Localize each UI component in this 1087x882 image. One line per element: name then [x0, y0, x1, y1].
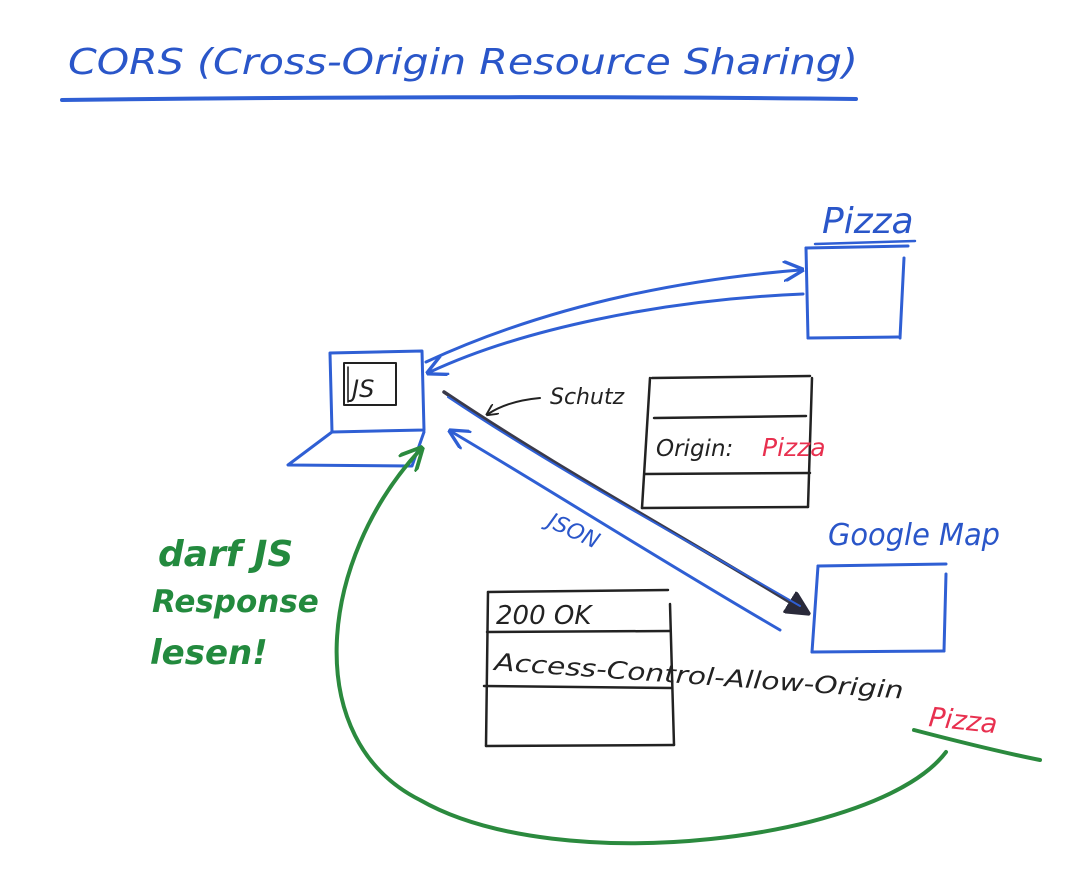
google-map-label: Google Map [828, 518, 1000, 553]
response-box [482, 588, 676, 748]
json-response-arrow [452, 432, 782, 632]
request-arrow-blue-trace [447, 396, 801, 607]
pizza-server-box [804, 244, 910, 340]
response-header-name: Access-Control-Allow-Origin [491, 648, 904, 705]
request-origin-value: Pizza [762, 433, 826, 462]
green-note-line1: darf JS [158, 534, 293, 575]
green-note-line3: lesen! [150, 633, 268, 673]
green-note-line2: Response [152, 584, 319, 620]
diagram-title: CORS (Cross-Origin Resource Sharing) [68, 42, 858, 83]
request-arrow-to-pizza [424, 270, 800, 364]
request-box [640, 374, 814, 510]
request-origin-label: Origin: [656, 436, 733, 462]
response-arrow-from-pizza [430, 292, 805, 372]
title-underline [60, 95, 858, 102]
green-loop-arrow [334, 450, 948, 846]
response-status: 200 OK [496, 601, 593, 631]
js-label: JS [348, 375, 374, 403]
pizza-header-underline [912, 728, 1042, 762]
pizza-server-label: Pizza [822, 201, 914, 242]
schutz-label: Schutz [550, 385, 625, 410]
response-header-value: Pizza [927, 702, 999, 740]
google-map-server-box [810, 562, 948, 654]
json-label: JSON [540, 507, 603, 554]
laptop-icon [286, 349, 426, 468]
schutz-pointer-arrow [488, 397, 541, 414]
pizza-label-underline [813, 239, 917, 246]
